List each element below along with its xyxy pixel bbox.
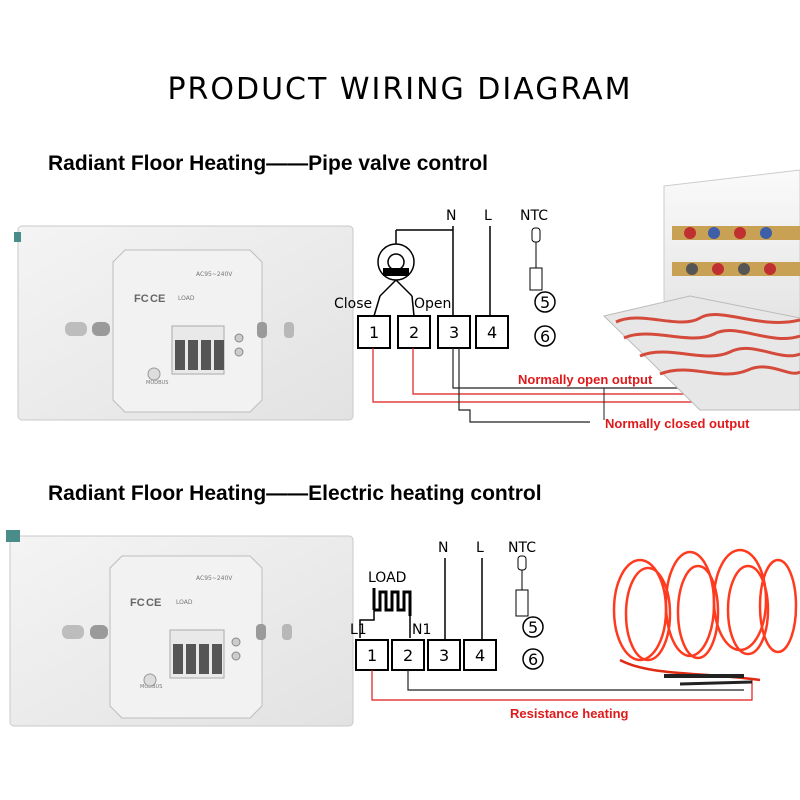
rating-label: AC95~240V [196,271,233,278]
terminal-3-label: 3 [449,323,459,342]
supply-l-label-2: L [476,540,484,556]
terminal-1-label: 1 [369,323,379,342]
section-title-electric-heating: Radiant Floor Heating——Electric heating … [48,482,542,505]
l1-label: L1 [350,622,367,638]
clip-tab [6,530,20,542]
modbus-label-1: MODBUS [146,380,168,386]
modbus-label-2: MODBUS [140,684,162,690]
ntc-terminal-5-label: 5 [540,293,550,312]
panel-load-label: LOAD [178,295,195,302]
supply-n-label-1: N [446,208,456,224]
ntc-terminal-5-label-2: 5 [528,618,538,637]
cert-ce-2: CE [146,597,161,609]
terminal-1-label-2: 1 [367,646,377,665]
ntc-terminal-6-label: 6 [540,327,550,346]
section-title-pipe-valve: Radiant Floor Heating——Pipe valve contro… [48,152,488,175]
valve-motor-icon [373,229,453,317]
terminal-2-label-2: 2 [403,646,413,665]
terminal-4-label-2: 4 [475,646,485,665]
heating-cable-image [612,548,798,686]
cert-fc-2: FC [130,597,145,609]
heating-load-icon [372,588,412,616]
load-label: LOAD [368,570,406,586]
n1-label: N1 [412,622,431,638]
resistance-heating-label: Resistance heating [510,706,629,721]
normally-open-output-label: Normally open output [518,372,653,387]
valve-open-label: Open [414,296,451,312]
ntc-label-1: NTC [520,208,548,224]
cert-fc: FC [134,293,149,305]
supply-n-label-2: N [438,540,448,556]
terminal-4-label: 4 [487,323,497,342]
panel-load-label-2: LOAD [176,599,193,606]
cert-ce: CE [150,293,165,305]
page-title: PRODUCT WIRING DIAGRAM [167,72,633,107]
ntc-terminal-6-label-2: 6 [528,650,538,669]
terminal-row-2: 1 2 3 4 [355,639,497,671]
thermostat-back-panel-1: FC CE AC95~240V LOAD MODBUS [14,225,354,421]
valve-close-label: Close [334,296,372,312]
wiring-schematic-electric-heating: N L NTC LOAD L1 N1 1 2 3 4 5 6 [350,540,753,721]
ntc-label-2: NTC [508,540,536,556]
terminal-block-2 [169,629,241,679]
rating-label-2: AC95~240V [196,575,233,582]
normally-closed-output-label: Normally closed output [605,416,750,431]
ntc-probe-2: 5 6 [515,555,544,670]
terminal-3-label-2: 3 [439,646,449,665]
clip-tab [14,232,21,242]
floor-heating-manifold-image [602,169,800,411]
terminal-2-label: 2 [409,323,419,342]
thermostat-back-panel-2: FC CE AC95~240V LOAD MODBUS [6,530,354,727]
terminal-row-1: 1 2 3 4 [357,315,509,349]
ntc-probe-1: 5 6 [529,227,556,347]
supply-l-label-1: L [484,208,492,224]
terminal-block-1 [171,325,244,375]
